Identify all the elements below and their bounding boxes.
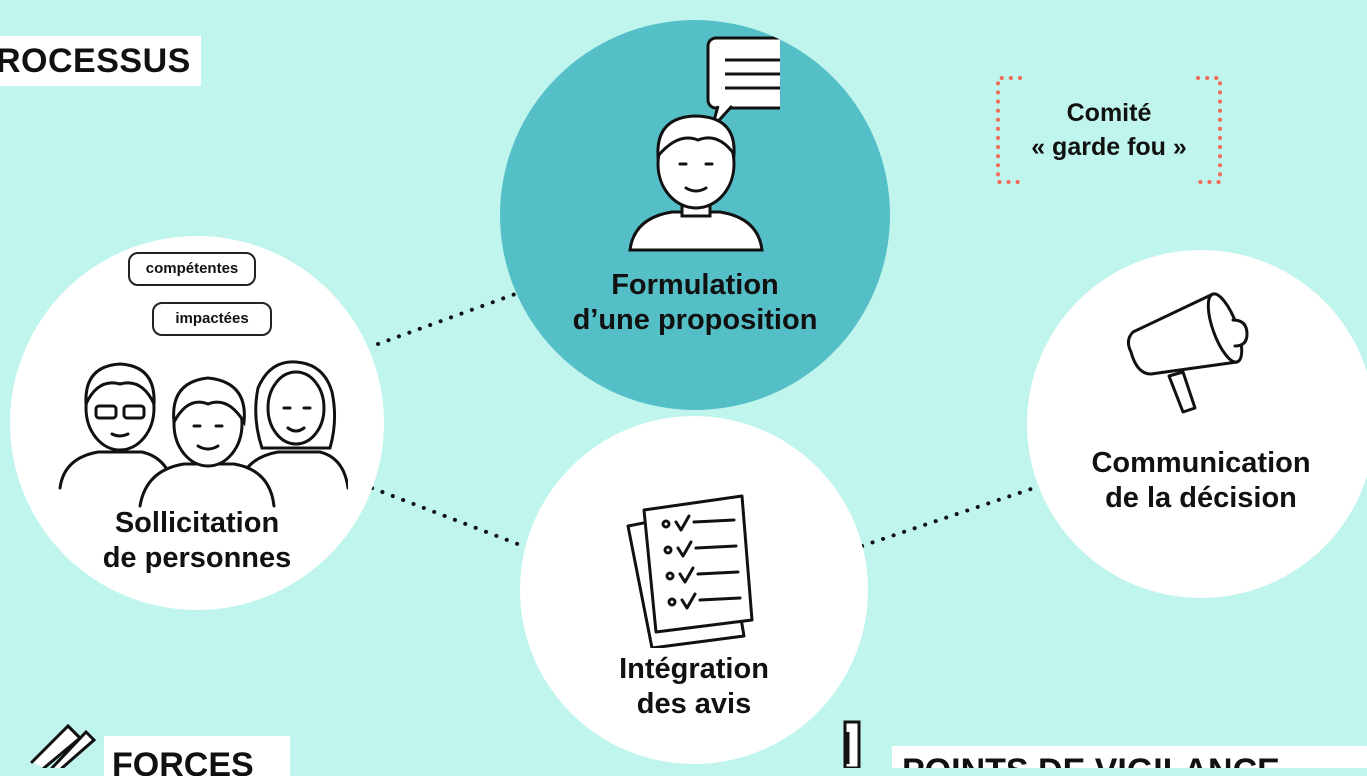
speech-bubble-icon (706, 36, 780, 130)
megaphone-icon (1126, 292, 1249, 414)
committee-line1: Comité (1066, 99, 1152, 127)
committee-box: Comité « garde fou » (996, 76, 1222, 184)
sollicitation-line2: de personnes (102, 542, 292, 574)
node-integration: Intégration des avis (520, 416, 868, 764)
node-sollicitation: compétentes impactées (10, 236, 384, 610)
pen-icon (843, 720, 861, 768)
communication-line2: de la décision (1105, 482, 1297, 514)
page-title: ROCESSUS (0, 36, 201, 86)
bubble-impactees: impactées (152, 302, 272, 336)
dotted-frame (996, 76, 1222, 184)
communication-line1: Communication (1091, 447, 1311, 479)
person-icon (628, 36, 780, 252)
connector-sollicitation-integration (370, 486, 530, 550)
group-of-people-icon (58, 360, 348, 508)
vigilance-heading: POINTS DE VIGILANCE (892, 746, 1367, 768)
forces-heading: FORCES (104, 736, 290, 776)
pencil-ruler-icon (30, 723, 97, 768)
integration-line2: des avis (636, 688, 752, 720)
connector-integration-communication (860, 486, 1036, 548)
proposition-line1: Formulation (611, 269, 779, 301)
bubble-competentes: compétentes (128, 252, 256, 286)
node-proposition: Formulation d’une proposition (500, 20, 890, 410)
sollicitation-line1: Sollicitation (114, 507, 280, 539)
proposition-line2: d’une proposition (572, 304, 818, 336)
connector-sollicitation-proposition (376, 291, 520, 346)
integration-line1: Intégration (619, 653, 769, 685)
checklist-icon (626, 494, 754, 648)
node-communication: Communication de la décision (1027, 250, 1367, 598)
committee-line2: « garde fou » (1031, 133, 1187, 161)
